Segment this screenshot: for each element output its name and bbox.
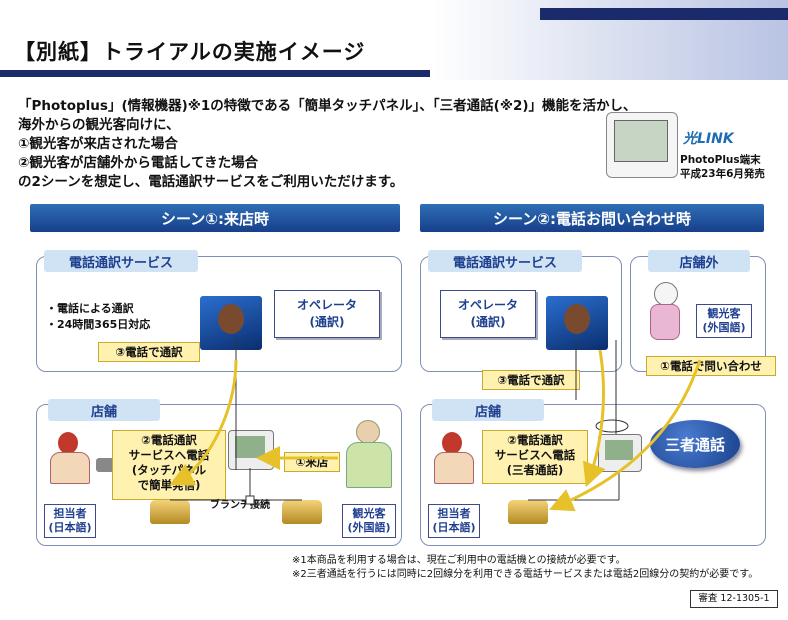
branch-node (246, 496, 254, 504)
note-2: ※2三者通話を行うには同時に2回線分を利用できる電話サービスまたは電話2回線分の… (292, 565, 758, 580)
scene2-arrow-interpret (590, 350, 604, 476)
scene1-arrow-call (180, 360, 236, 480)
scene2-arrow-inquiry (560, 360, 700, 505)
document-code: 審査 12-1305-1 (690, 590, 778, 608)
note-1: ※1本商品を利用する場合は、現在ご利用中の電話機との接続が必要です。 (292, 551, 626, 566)
